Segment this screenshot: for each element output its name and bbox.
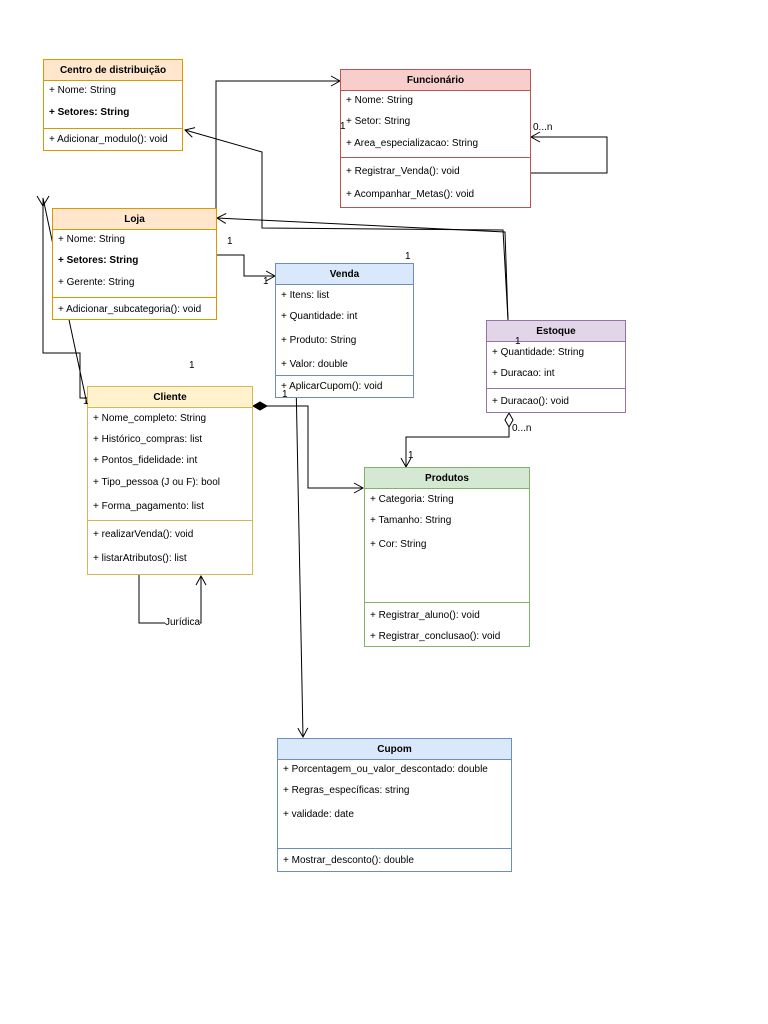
- attribute: + Histórico_compras: list: [93, 434, 203, 445]
- divider: [276, 375, 413, 376]
- divider: [278, 848, 511, 849]
- class-title: Venda: [276, 264, 413, 285]
- connector-estoque-produtos[interactable]: [400, 427, 510, 469]
- multiplicity-label: 1: [83, 396, 89, 407]
- method: + Acompanhar_Metas(): void: [346, 189, 475, 200]
- method: + Registrar_conclusao(): void: [370, 631, 501, 642]
- connector-loja-funcionario[interactable]: [215, 75, 342, 208]
- connector-funcionario-self[interactable]: [529, 131, 608, 174]
- connector-cliente-loja-arrow: [36, 195, 50, 207]
- multiplicity-label: 1: [189, 360, 195, 371]
- method: + AplicarCupom(): void: [281, 381, 383, 392]
- attribute: + Nome: String: [346, 95, 413, 106]
- attribute: + Quantidade: int: [281, 311, 358, 322]
- connector-loja-venda[interactable]: [217, 254, 277, 282]
- attribute: + Tipo_pessoa (J ou F): bool: [93, 477, 221, 488]
- method: + Registrar_aluno(): void: [370, 610, 480, 621]
- connector-cliente-loja[interactable]: [42, 197, 113, 405]
- composition-diamond: [251, 401, 269, 411]
- connector-estoque-centro[interactable]: [184, 127, 509, 321]
- attribute: + Quantidade: String: [492, 347, 585, 358]
- class-centro-distribuicao[interactable]: Centro de distribuição + Nome: String + …: [43, 59, 183, 151]
- multiplicity-label: 1: [227, 236, 233, 247]
- attribute: + Setores: String: [49, 107, 130, 118]
- attribute: + Duracao: int: [492, 368, 555, 379]
- attribute: + Valor: double: [281, 359, 348, 370]
- attribute: + Cor: String: [370, 539, 427, 550]
- aggregation-diamond: [504, 411, 514, 429]
- method: + realizarVenda(): void: [93, 529, 194, 540]
- attribute: + Setor: String: [346, 116, 411, 127]
- class-venda[interactable]: Venda + Itens: list + Quantidade: int + …: [275, 263, 414, 398]
- multiplicity-label: 0...n: [533, 122, 553, 133]
- class-estoque[interactable]: Estoque + Quantidade: String + Duracao: …: [486, 320, 626, 413]
- attribute: + Porcentagem_ou_valor_descontado: doubl…: [283, 764, 488, 775]
- attribute: + Tamanho: String: [370, 515, 452, 526]
- attribute: + Nome: String: [58, 234, 125, 245]
- class-title: Cliente: [88, 387, 252, 408]
- class-produtos[interactable]: Produtos + Categoria: String + Tamanho: …: [364, 467, 530, 647]
- connector-cliente-self[interactable]: [138, 574, 207, 624]
- multiplicity-label: 1: [282, 389, 288, 400]
- divider: [44, 128, 182, 129]
- class-title: Centro de distribuição: [44, 60, 182, 81]
- multiplicity-label: 1: [263, 276, 269, 287]
- attribute: + Pontos_fidelidade: int: [93, 455, 198, 466]
- connector-cliente-produtos[interactable]: [253, 405, 365, 494]
- attribute: + Nome: String: [49, 85, 116, 96]
- multiplicity-label: 0...n: [512, 423, 532, 434]
- divider: [365, 602, 529, 603]
- attribute: + Categoria: String: [370, 494, 454, 505]
- class-title: Funcionário: [341, 70, 530, 91]
- divider: [88, 520, 252, 521]
- multiplicity-label: 1: [405, 251, 411, 262]
- divider: [487, 388, 625, 389]
- attribute: + Forma_pagamento: list: [93, 501, 204, 512]
- method: + Registrar_Venda(): void: [346, 166, 460, 177]
- attribute: + Gerente: String: [58, 277, 135, 288]
- method: + listarAtributos(): list: [93, 553, 187, 564]
- method: + Duracao(): void: [492, 396, 569, 407]
- class-title: Cupom: [278, 739, 511, 760]
- class-title: Loja: [53, 209, 216, 230]
- class-cliente[interactable]: Cliente + Nome_completo: String + Histór…: [87, 386, 253, 575]
- class-loja[interactable]: Loja + Nome: String + Setores: String + …: [52, 208, 217, 320]
- connector-estoque-loja[interactable]: [215, 212, 509, 321]
- method: + Adicionar_subcategoria(): void: [58, 304, 202, 315]
- attribute: + Area_especializacao: String: [346, 138, 479, 149]
- juridica-label: Jurídica: [165, 617, 201, 628]
- attribute: + validade: date: [283, 809, 354, 820]
- divider: [341, 157, 530, 158]
- method: + Mostrar_desconto(): double: [283, 855, 414, 866]
- multiplicity-label: 1: [340, 121, 346, 132]
- divider: [53, 297, 216, 298]
- class-title: Produtos: [365, 468, 529, 489]
- attribute: + Setores: String: [58, 255, 139, 266]
- method: + Adicionar_modulo(): void: [49, 134, 168, 145]
- multiplicity-label: 1: [515, 336, 521, 347]
- connector-venda-cupom[interactable]: [295, 379, 309, 739]
- class-title: Estoque: [487, 321, 625, 342]
- class-funcionario[interactable]: Funcionário + Nome: String + Setor: Stri…: [340, 69, 531, 208]
- attribute: + Regras_específicas: string: [283, 785, 410, 796]
- attribute: + Nome_completo: String: [93, 413, 207, 424]
- attribute: + Produto: String: [281, 335, 357, 346]
- class-cupom[interactable]: Cupom + Porcentagem_ou_valor_descontado:…: [277, 738, 512, 872]
- attribute: + Itens: list: [281, 290, 330, 301]
- multiplicity-label: 1: [408, 450, 414, 461]
